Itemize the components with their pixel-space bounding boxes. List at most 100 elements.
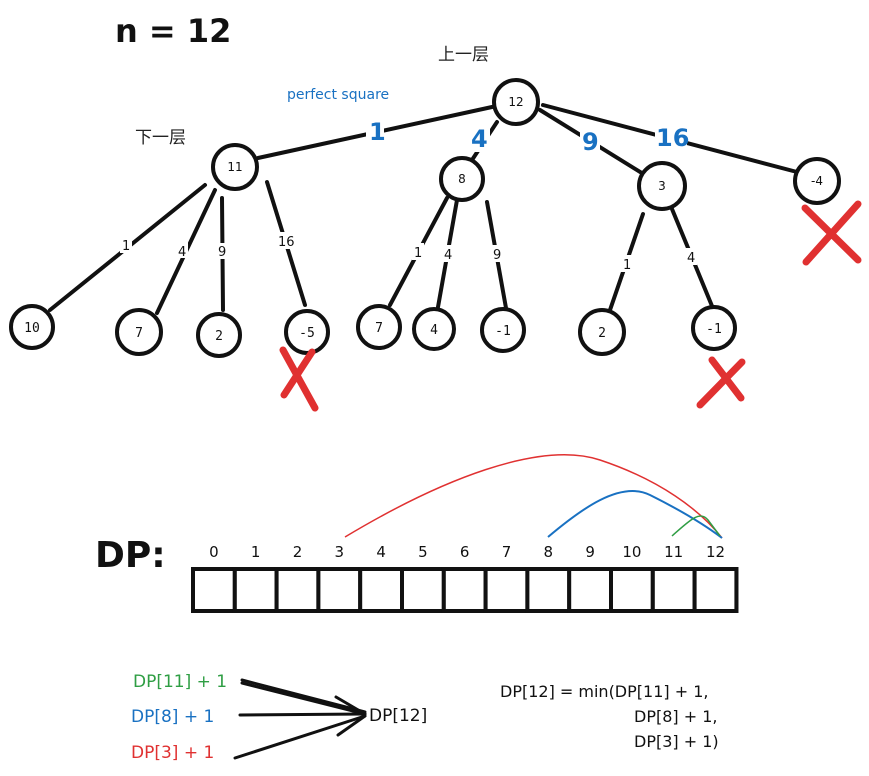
node-value: 2 xyxy=(598,326,606,341)
arrow-line xyxy=(238,712,367,717)
tree-node: 11 xyxy=(211,143,259,191)
dp-index-label: 2 xyxy=(293,543,303,561)
tree-node: 7 xyxy=(356,304,402,350)
edge-label-bg xyxy=(120,237,132,253)
dp-cell xyxy=(232,567,279,613)
dp-index-label: 6 xyxy=(460,543,470,561)
edge-label: 1 xyxy=(369,118,386,146)
lower-level-label: 下一层 xyxy=(135,128,186,148)
node-value: 8 xyxy=(458,172,466,186)
dp-cell xyxy=(400,567,446,613)
node-value: 7 xyxy=(135,326,143,341)
edge-label: 9 xyxy=(582,128,599,156)
transition-source-blue: DP[8] + 1 xyxy=(131,707,214,727)
tree-node: 7 xyxy=(115,308,163,356)
arrow-head xyxy=(334,695,367,716)
arrow-head xyxy=(336,714,367,737)
edge-label: 1 xyxy=(623,258,631,273)
formula-line: DP[3] + 1) xyxy=(634,732,719,751)
dp-index-label: 12 xyxy=(706,543,725,561)
dp-cell xyxy=(358,567,405,613)
edge-label-bg xyxy=(366,117,384,143)
edge-label: 16 xyxy=(656,124,689,152)
node-value: -5 xyxy=(299,326,315,341)
edge-label-bg xyxy=(176,242,188,258)
pruned-cross-icon xyxy=(279,346,319,412)
node-value: -1 xyxy=(495,324,511,339)
edge-label-bg xyxy=(442,245,454,262)
formula-line: DP[12] = min(DP[11] + 1, xyxy=(500,682,708,701)
transition-target: DP[12] xyxy=(369,706,427,726)
dp-index-label: 0 xyxy=(209,543,219,561)
node-value: -4 xyxy=(811,174,823,188)
perfect-square-label: perfect square xyxy=(287,87,389,103)
dp-index-label: 10 xyxy=(622,543,641,561)
edge-label: 1 xyxy=(414,246,422,261)
dp-arc-blue xyxy=(547,490,723,539)
edge-label-bg xyxy=(685,248,697,265)
edge-label-bg xyxy=(580,128,600,156)
dp-index-label: 9 xyxy=(585,543,595,561)
dp-label: DP: xyxy=(95,535,166,576)
dp-cell xyxy=(692,567,739,613)
dp-array xyxy=(191,567,739,613)
edge-label: 4 xyxy=(444,248,452,263)
edge-label-bg xyxy=(412,243,424,260)
node-value: 2 xyxy=(215,329,223,344)
tree-node: 8 xyxy=(439,156,485,202)
pruned-cross-icon xyxy=(696,356,746,409)
edge-label-bg xyxy=(491,245,503,262)
dp-index-label: 4 xyxy=(376,543,386,561)
edge-label-bg xyxy=(621,255,633,272)
edge-label: 4 xyxy=(687,251,695,266)
transition-arrows xyxy=(233,678,367,760)
formula-line: DP[8] + 1, xyxy=(634,707,717,726)
tree-node-pruned: -5 xyxy=(284,309,330,355)
dp-cell xyxy=(191,567,237,613)
dp-cell xyxy=(316,567,363,613)
arrow-line xyxy=(240,681,367,716)
dp-index-label: 3 xyxy=(335,543,345,561)
edge-label-bg xyxy=(216,243,228,259)
dp-cell xyxy=(567,567,614,613)
dp-arc-red xyxy=(344,454,723,539)
edge-label-bg xyxy=(470,124,490,152)
tree-node: -1 xyxy=(480,307,526,353)
dp-cell xyxy=(650,567,697,613)
arrow-line xyxy=(240,678,367,714)
tree-node: 10 xyxy=(9,304,55,350)
tree-node: 2 xyxy=(196,312,242,358)
tree-node-pruned: -1 xyxy=(691,305,737,351)
dp-index-label: 11 xyxy=(664,543,683,561)
edge-label: 9 xyxy=(493,248,501,263)
dp-cell xyxy=(274,567,321,613)
upper-level-label: 上一层 xyxy=(438,45,489,65)
edge-label: 9 xyxy=(218,245,226,260)
edge-label: 4 xyxy=(178,245,186,260)
dp-cell xyxy=(441,567,488,613)
node-value: 10 xyxy=(24,321,40,336)
dp-cell xyxy=(483,567,530,613)
edge-label-bg xyxy=(277,232,295,249)
transition-source-green: DP[11] + 1 xyxy=(133,672,227,692)
tree-node-root: 12 xyxy=(492,78,540,126)
node-value: -1 xyxy=(706,322,722,337)
pruned-cross-icon xyxy=(801,200,862,266)
edge-label: 4 xyxy=(471,125,488,153)
transition-source-red: DP[3] + 1 xyxy=(131,743,214,763)
dp-index-label: 5 xyxy=(418,543,428,561)
dp-index-label: 8 xyxy=(544,543,554,561)
dp-cell xyxy=(525,567,572,613)
node-value: 7 xyxy=(375,321,383,336)
tree-node: 3 xyxy=(637,161,687,211)
node-value: 11 xyxy=(227,160,242,174)
edge-label-bg xyxy=(655,123,687,151)
title: n = 12 xyxy=(115,12,231,50)
node-value: 12 xyxy=(508,95,523,109)
tree-node: 4 xyxy=(412,307,456,351)
dp-arc-green xyxy=(671,515,721,537)
edge-label: 1 xyxy=(122,239,130,254)
node-value: 3 xyxy=(658,179,666,193)
